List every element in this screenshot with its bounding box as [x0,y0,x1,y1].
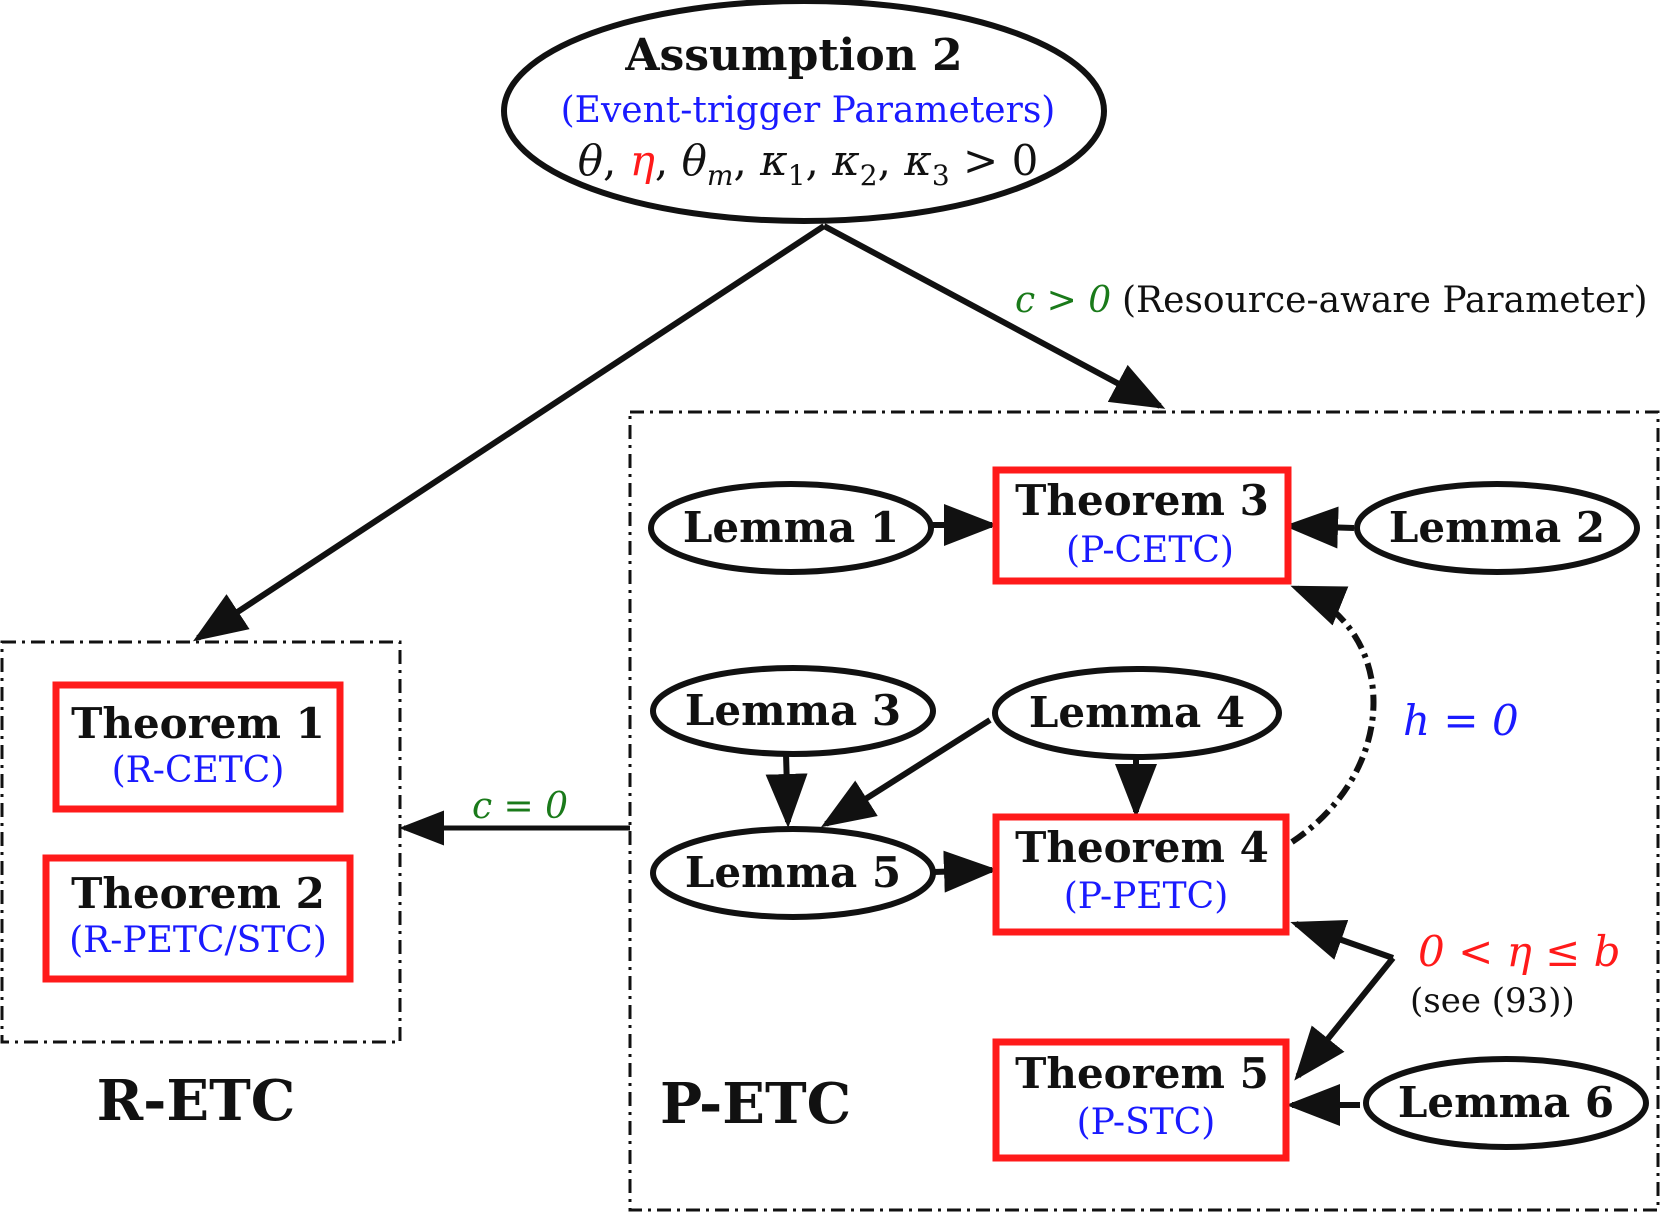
lemma-6-node: Lemma 6 [1363,1056,1649,1150]
edge-assumption-to-retc [192,223,826,642]
edge-theorem4-theorem3-dashed [1290,585,1377,845]
petc-group-box [628,410,1660,1212]
lemma-3-node: Lemma 3 [650,665,936,757]
edge-lemma2-theorem3 [1284,506,1355,549]
lemma-2-label: Lemma 2 [1389,503,1605,552]
theorem-4-title: Theorem 4 [1015,823,1269,872]
theorem-1-node: Theorem 1 (R-CETC) [52,681,344,813]
theorem-5-subtitle: (P-STC) [1077,1102,1216,1143]
assumption-params: θ, η, θm, κ1, κ2, κ3 > 0 [578,136,1039,192]
theorem-1-title: Theorem 1 [71,699,325,748]
theorem-3-node: Theorem 3 (P-CETC) [992,466,1292,585]
theorem-5-node: Theorem 5 (P-STC) [992,1038,1290,1162]
edge-lemma4-lemma5 [820,717,992,828]
eta-condition-note: (see (93)) [1410,981,1575,1021]
lemma-6-label: Lemma 6 [1398,1078,1614,1127]
lemma-4-label: Lemma 4 [1029,688,1245,737]
lemma-5-label: Lemma 5 [685,848,901,897]
assumption-title: Assumption 2 [624,30,962,81]
theorem-3-title: Theorem 3 [1015,476,1269,525]
theorem-1-subtitle: (R-CETC) [112,750,285,791]
assumption-subtitle: (Event-trigger Parameters) [561,90,1056,131]
c-zero-label: c = 0 [472,786,568,827]
assumption-node [501,0,1107,224]
c-positive-label: c > 0 [1015,280,1111,321]
theorem-2-node: Theorem 2 (R-PETC/STC) [42,854,354,983]
resource-aware-note: (Resource-aware Parameter) [1122,280,1648,321]
edge-cond-to-theorem4 [1290,920,1394,961]
edge-cond-to-theorem5 [1294,956,1396,1081]
theorem-3-subtitle: (P-CETC) [1066,530,1234,571]
theorem-5-title: Theorem 5 [1015,1049,1269,1098]
eta-condition-label: 0 < η ≤ b [1418,927,1621,976]
lemma-3-label: Lemma 3 [685,686,901,735]
edge-assumption-to-petc [822,223,1166,409]
lemma-4-node: Lemma 4 [992,666,1282,760]
theorem-2-subtitle: (R-PETC/STC) [69,920,327,961]
lemma-1-node: Lemma 1 [648,481,934,575]
lemma-1-label: Lemma 1 [683,503,899,552]
petc-group-label: P-ETC [660,1071,851,1137]
h-zero-label: h = 0 [1403,696,1519,745]
edge-lemma5-theorem4 [933,850,998,893]
theorem-4-subtitle: (P-PETC) [1064,876,1229,917]
lemma-2-node: Lemma 2 [1354,481,1640,575]
edge-lemma3-lemma5 [765,753,808,828]
retc-group-box [0,640,402,1044]
lemma-5-node: Lemma 5 [650,826,936,920]
theorem-4-node: Theorem 4 (P-PETC) [992,813,1290,936]
theorem-2-title: Theorem 2 [71,869,325,918]
retc-group-label: R-ETC [97,1068,296,1134]
